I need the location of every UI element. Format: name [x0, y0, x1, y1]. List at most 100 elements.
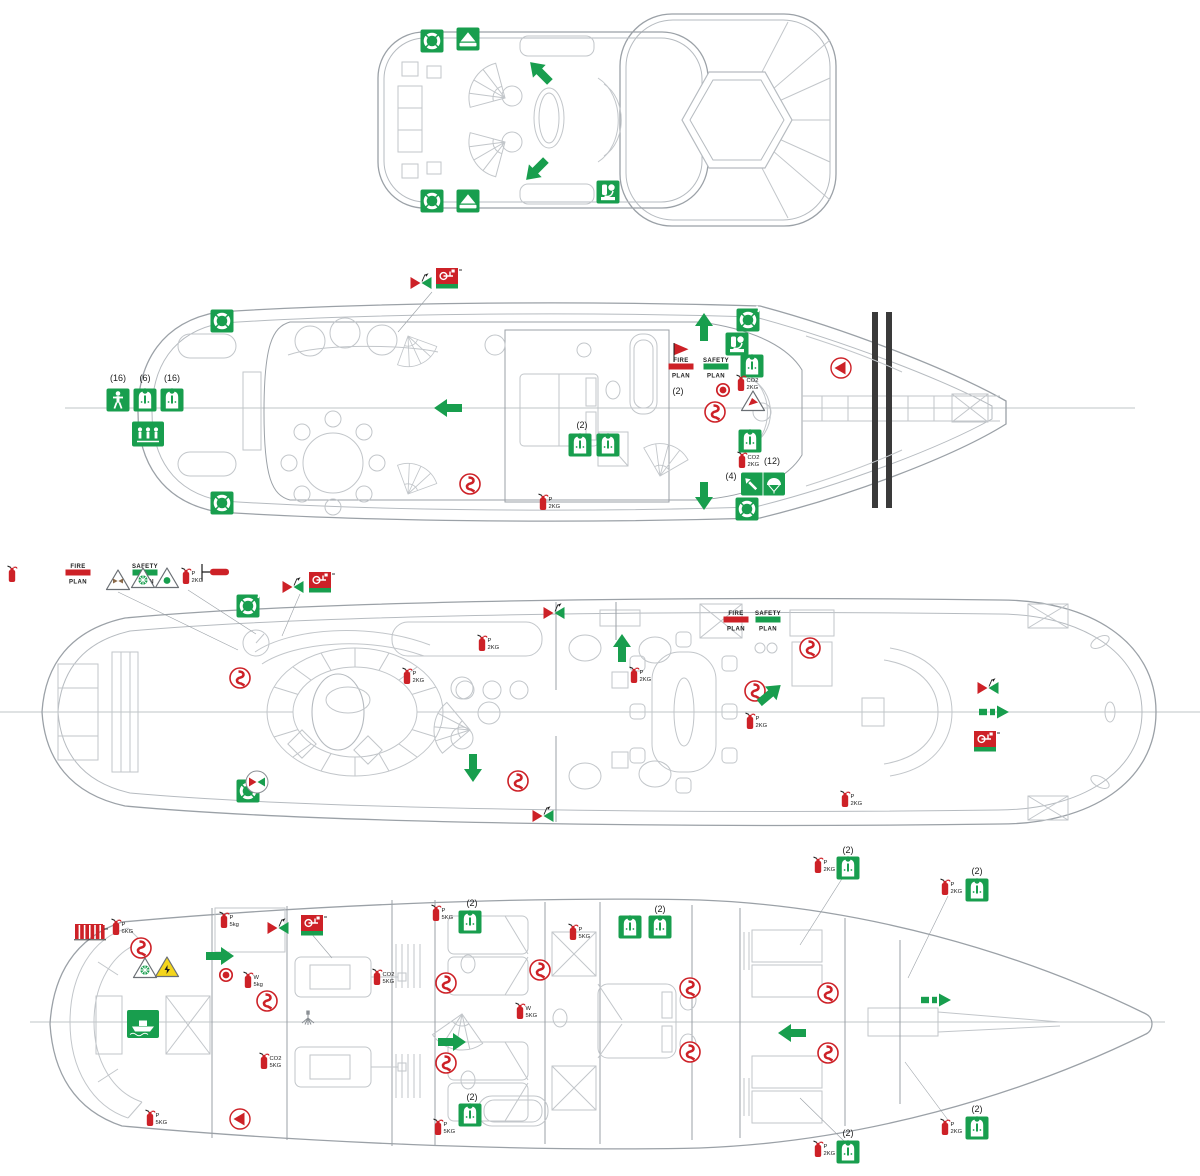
warning-triangle-icon [154, 956, 180, 978]
leader-line [187, 589, 257, 635]
svg-text:2KG: 2KG [756, 723, 768, 729]
count-label: (12) [764, 456, 780, 466]
shore-connection-icon [201, 564, 229, 580]
fire-extinguisher-icon [7, 565, 18, 582]
svg-text:P: P [579, 927, 583, 933]
eebd-icon [596, 180, 620, 204]
svg-text:PLAN: PLAN [727, 627, 745, 633]
svg-text:P: P [756, 716, 760, 722]
fire-hose-reel-icon [679, 1041, 701, 1063]
stairs [643, 431, 689, 477]
svg-text:P: P [549, 497, 553, 503]
count-label: (2) [577, 420, 588, 430]
svg-text:5KG: 5KG [270, 1063, 282, 1069]
svg-text:5kg: 5kg [254, 982, 263, 988]
lifejacket-icon [965, 1116, 989, 1140]
salon-lounge [242, 621, 543, 765]
leader-line [281, 593, 301, 637]
lifejacket-icon [133, 388, 157, 412]
escape-arrow-icon [434, 399, 462, 417]
svg-text:(2): (2) [843, 1128, 854, 1138]
escape-arrow-icon [778, 1024, 806, 1042]
leader-line [799, 1097, 846, 1143]
svg-text:P: P [444, 1122, 448, 1128]
svg-text:(2): (2) [467, 1092, 478, 1102]
fire-hose-reel-icon [529, 959, 551, 981]
lifejacket-icon [836, 856, 860, 880]
stairs [418, 701, 471, 754]
compass [242, 629, 270, 657]
fire-hose-reel-icon [817, 1042, 839, 1064]
leader-line [309, 931, 333, 959]
sun-deck [377, 13, 837, 227]
engine-starboard [294, 1046, 372, 1088]
count-label: (4) [726, 471, 737, 481]
dining-table-round [280, 410, 386, 516]
alarm-button-icon [715, 382, 731, 398]
pyrotechnics-sign [741, 472, 785, 496]
rescue-boat-icon [127, 1010, 159, 1038]
count-label: (6) [140, 373, 151, 383]
lifejacket-icon [836, 1140, 860, 1164]
lifebuoy-with-light-icon [236, 591, 260, 618]
svg-text:2KG: 2KG [748, 462, 760, 468]
muster-station-icon [132, 421, 164, 447]
svg-text:6KG: 6KG [122, 929, 134, 935]
galley [699, 603, 835, 687]
svg-text:CO2: CO2 [270, 1056, 282, 1062]
escape-arrow-icon [464, 754, 482, 782]
fire-hose-reel-icon [459, 473, 481, 495]
lazarette [95, 907, 286, 1138]
engine-port [294, 956, 372, 998]
escape-arrow-icon [438, 1033, 466, 1051]
svg-text:P: P [640, 670, 644, 676]
mast-icon [886, 312, 892, 508]
skylight-hexagon [681, 71, 793, 169]
svg-text:2KG: 2KG [192, 578, 204, 584]
fire-damper-icon [245, 770, 269, 794]
svg-text:2KG: 2KG [951, 889, 963, 895]
svg-text:CO2: CO2 [383, 972, 395, 978]
fire-damper-icon [410, 273, 432, 289]
svg-text:W: W [254, 975, 260, 981]
escape-arrow-icon [530, 62, 553, 85]
svg-text:(6): (6) [140, 373, 151, 383]
lifebuoy-with-light-icon [736, 305, 760, 332]
transom [1027, 603, 1116, 821]
svg-text:2KG: 2KG [640, 677, 652, 683]
svg-text:P: P [230, 915, 234, 921]
crew-quarters [679, 918, 1061, 1126]
svg-text:2KG: 2KG [549, 504, 561, 510]
fire-plan-flag-icon [673, 343, 689, 362]
vip-bed [597, 983, 677, 1059]
eebd-icon [725, 332, 749, 356]
lower-deck-furniture [69, 900, 1061, 1146]
warning-triangle-icon [130, 567, 156, 589]
bed [447, 1082, 529, 1122]
fire-damper-icon [977, 678, 999, 694]
fire-hose-reel-icon [435, 972, 457, 994]
fire-hose-reel-icon [435, 1052, 457, 1074]
svg-text:P: P [413, 671, 417, 677]
liferaft-icon [456, 189, 480, 213]
svg-text:P: P [951, 882, 955, 888]
fire-pump-icon [830, 357, 852, 379]
escape-arrow-dashed-icon [921, 993, 951, 1007]
escape-arrow-icon [695, 482, 713, 510]
svg-text:P: P [488, 638, 492, 644]
fire-hose-reel-icon [799, 637, 821, 659]
svg-text:2KG: 2KG [851, 801, 863, 807]
